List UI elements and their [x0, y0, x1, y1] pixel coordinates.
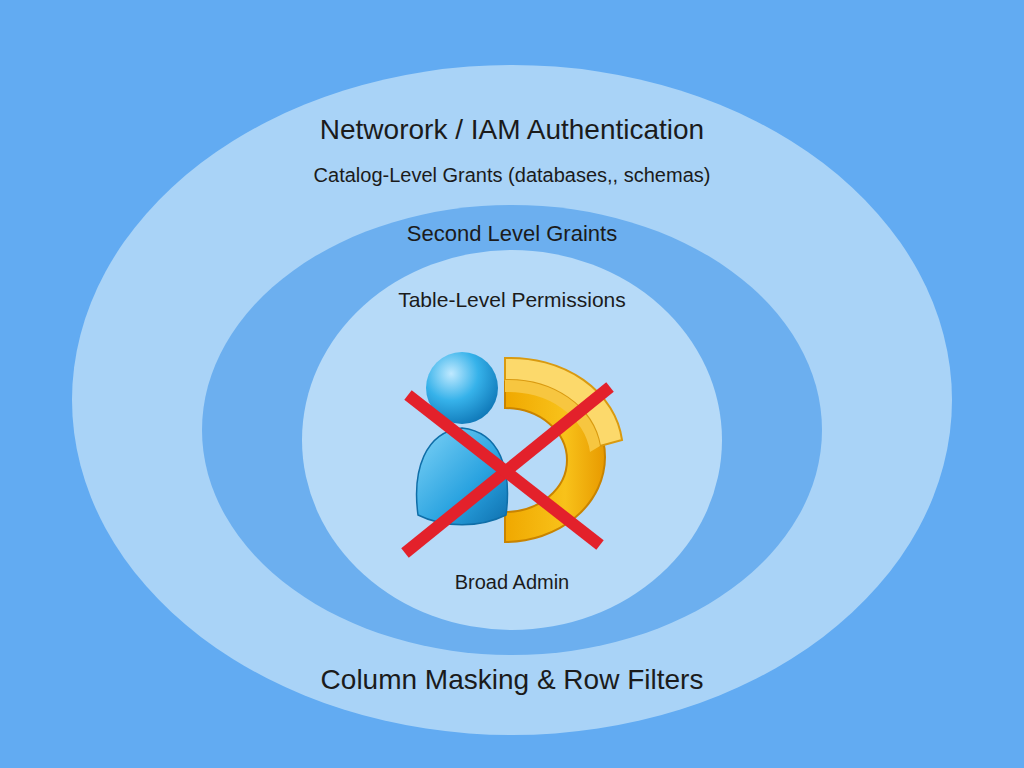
- ring-subtitle: Table-Level Permissions: [202, 287, 822, 312]
- middle-ring: Second Level GraintsTable-Level Permissi…: [202, 205, 822, 655]
- ellipse-fill: [72, 65, 952, 735]
- ring-title: Networork / IAM Authentication: [72, 113, 952, 147]
- core-label: Broad Admin: [302, 570, 722, 594]
- ring-title: Column Masking & Row Filters: [72, 663, 952, 697]
- ring-subtitle: Catalog-Level Grants (databases,, schema…: [72, 163, 952, 187]
- ellipse-fill: [202, 205, 822, 655]
- red-cross: [405, 387, 610, 553]
- ellipse-fill: [302, 250, 722, 630]
- ring-title: Second Level Graints: [202, 221, 822, 247]
